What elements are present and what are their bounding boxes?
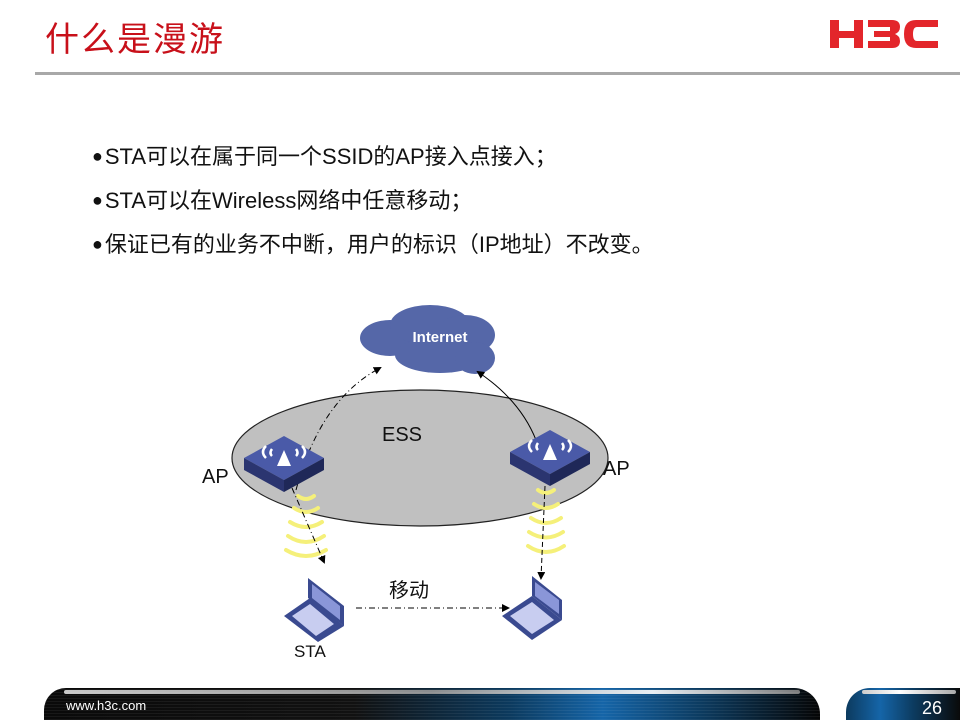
access-point-right-icon	[510, 430, 590, 486]
access-point-left-icon	[244, 436, 324, 492]
bullet-marker: ●	[92, 190, 103, 210]
bullet-marker: ●	[92, 146, 103, 166]
left-ap-uplink-arrow	[295, 367, 382, 491]
wireless-signal-right-icon	[526, 488, 566, 554]
ap-right-label: AP	[603, 458, 630, 480]
sta-label: STA	[294, 642, 326, 661]
bullet-item: ●STA可以在Wireless网络中任意移动；	[92, 188, 473, 213]
page-number: 26	[922, 698, 943, 718]
ap-left-label: AP	[202, 466, 229, 488]
laptop-roamed-icon	[502, 576, 562, 640]
bullet-item: ●STA可以在属于同一个SSID的AP接入点接入；	[92, 144, 557, 169]
wireless-signal-left-icon	[284, 494, 328, 558]
move-label: 移动	[389, 580, 429, 602]
page-number-box	[846, 688, 960, 720]
footer-url[interactable]: www.h3c.com	[66, 698, 147, 713]
ess-label: ESS	[382, 424, 423, 446]
title-divider	[35, 72, 960, 75]
laptop-sta-icon	[284, 578, 344, 642]
h3c-logo	[830, 20, 938, 48]
left-downlink-arrow	[291, 487, 326, 564]
bullet-list: ●STA可以在属于同一个SSID的AP接入点接入； ●STA可以在Wireles…	[92, 140, 654, 272]
internet-cloud-icon	[360, 305, 495, 374]
right-ap-uplink-arrow	[476, 370, 537, 441]
right-downlink-arrow	[537, 485, 546, 580]
bullet-item: ●保证已有的业务不中断，用户的标识（IP地址）不改变。	[92, 232, 654, 257]
bullet-marker: ●	[92, 234, 103, 254]
footer-bar	[44, 688, 820, 720]
internet-label: Internet	[412, 329, 467, 346]
page-title: 什么是漫游	[45, 20, 225, 60]
ess-area	[231, 389, 609, 527]
